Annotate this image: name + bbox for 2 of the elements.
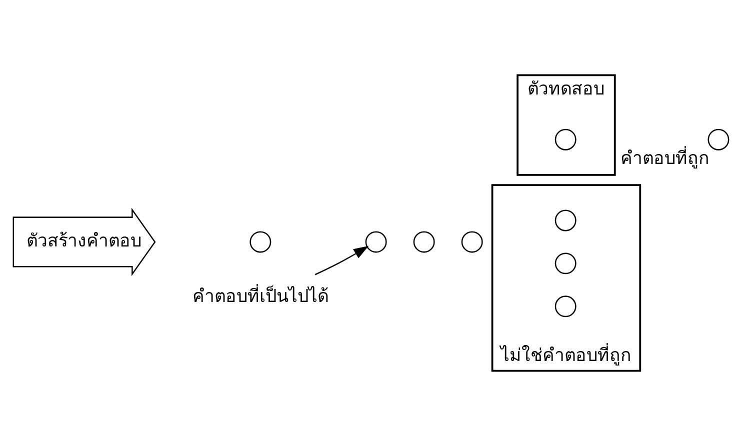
node-label: คำตอบที่ถูก <box>620 148 710 168</box>
node-text: คำตอบที่เป็นไปได้ <box>192 286 328 307</box>
